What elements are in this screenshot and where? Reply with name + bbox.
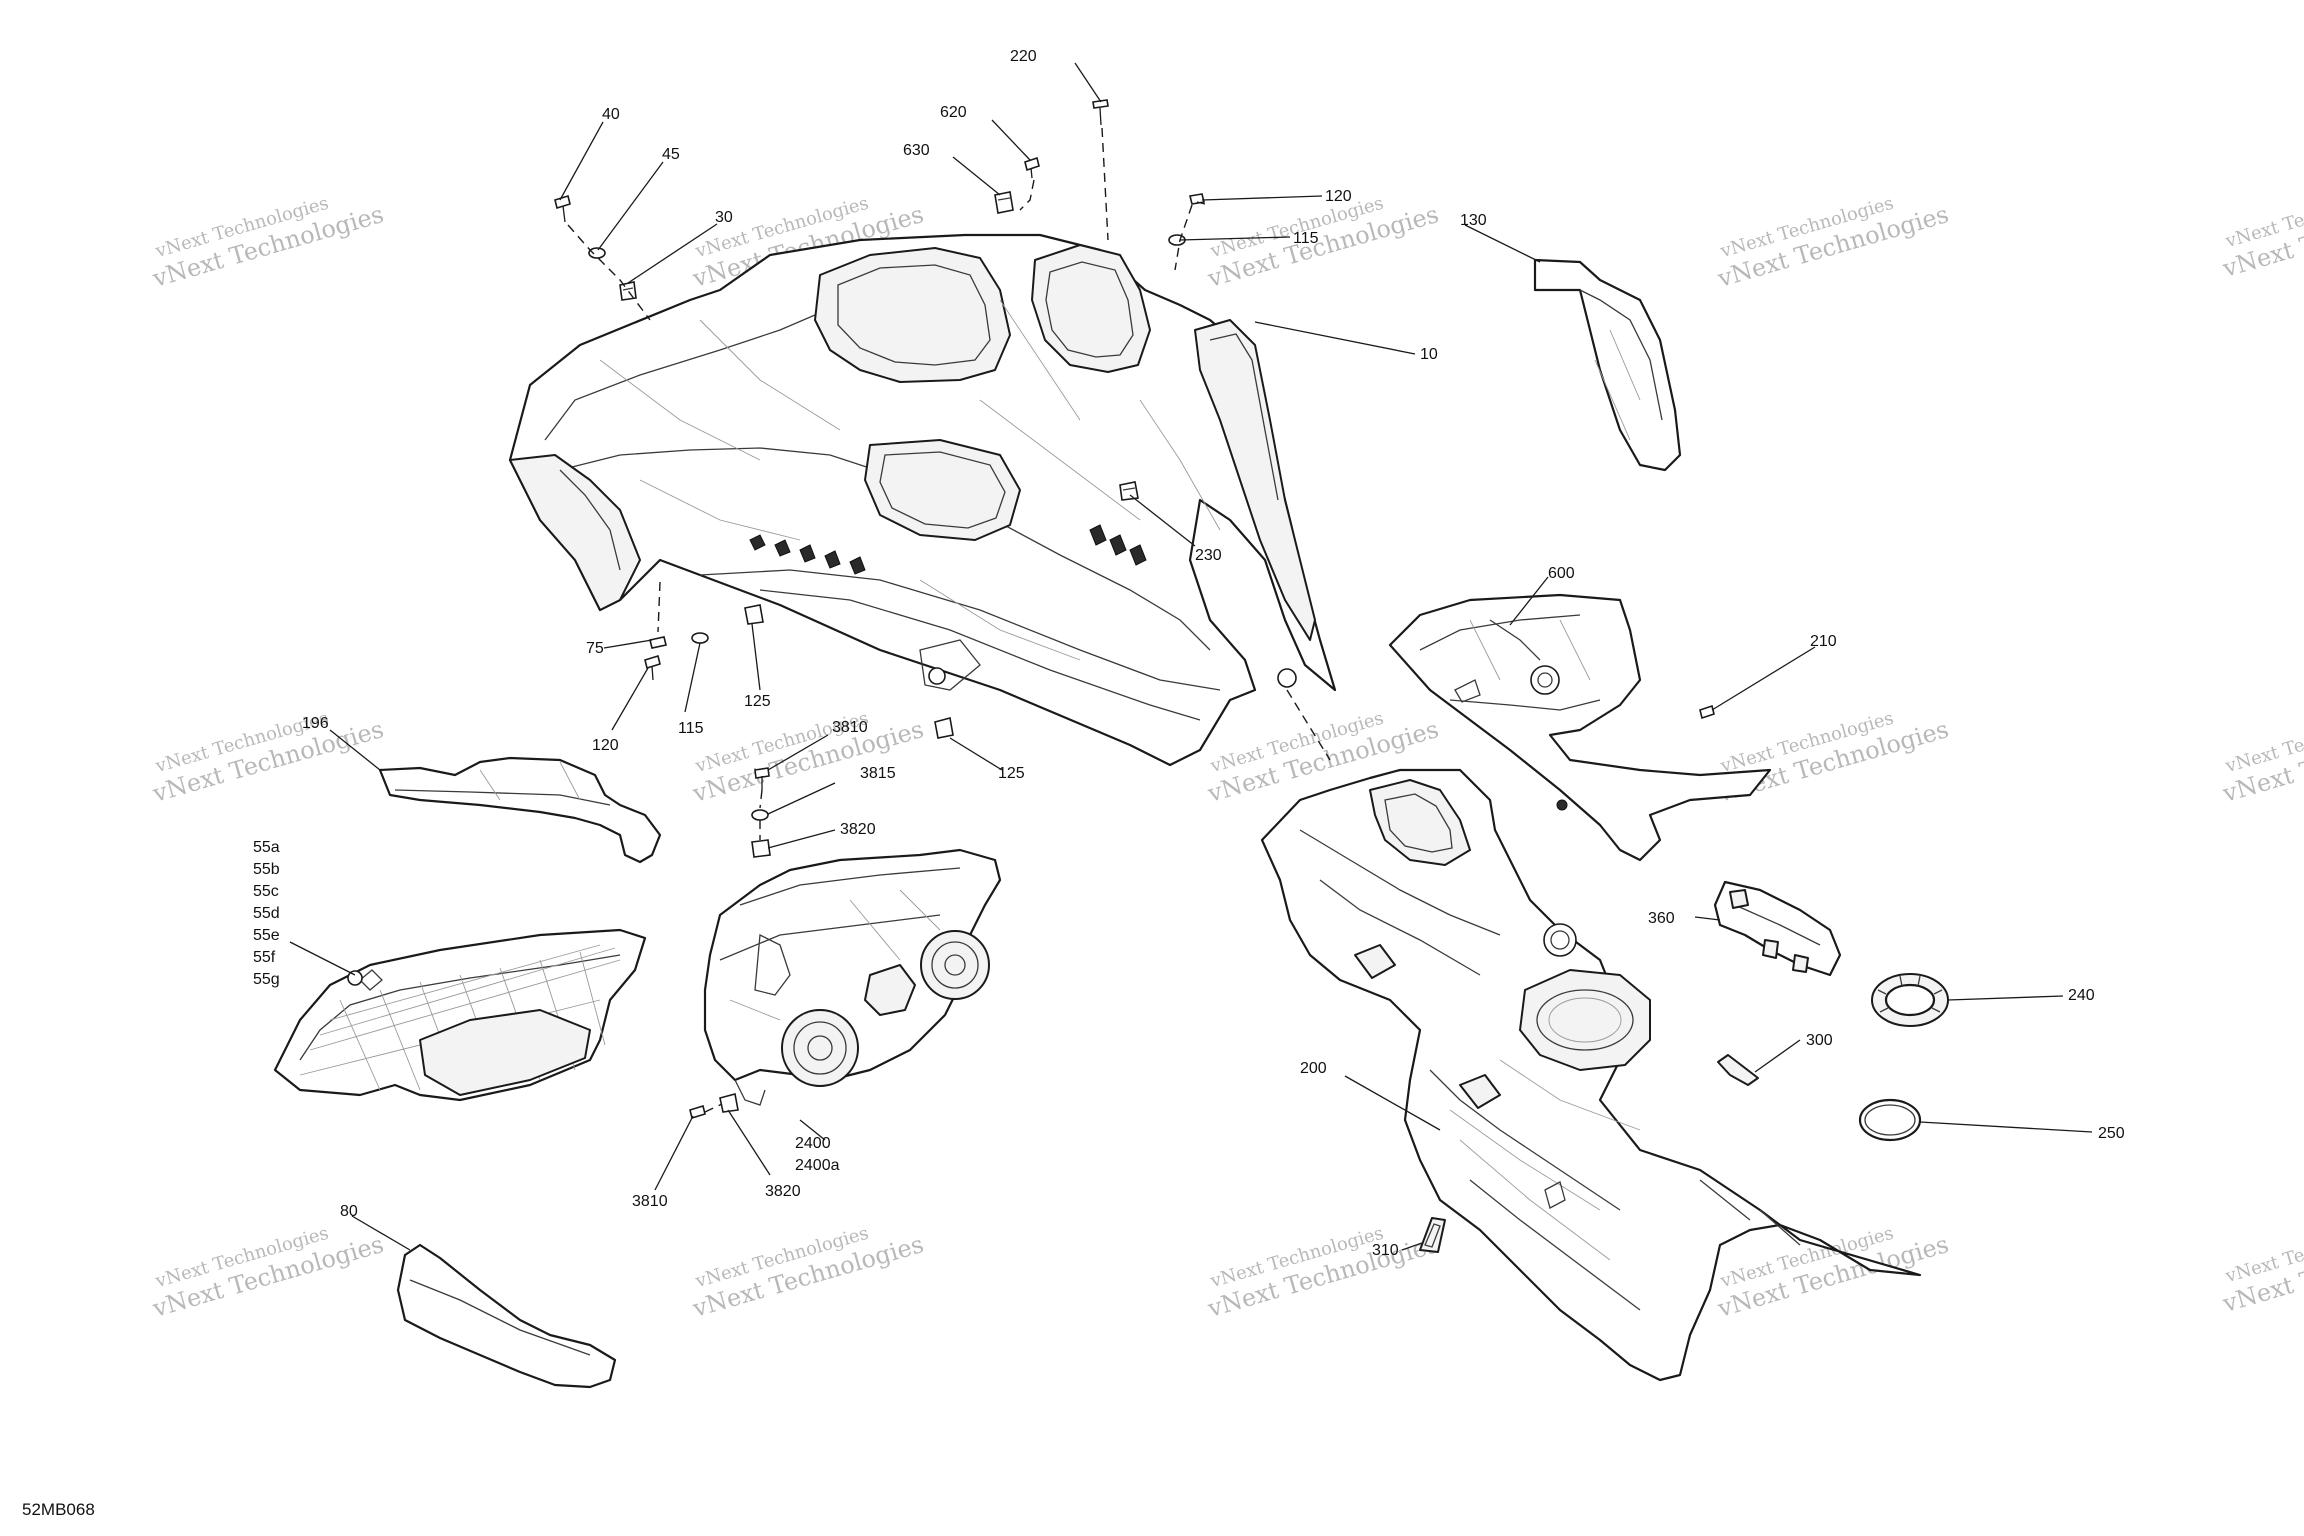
callout-55g[interactable]: 55g: [253, 971, 280, 988]
callout-120-top[interactable]: 120: [1325, 188, 1352, 205]
clip-125-icon: [744, 604, 764, 625]
callout-2400a[interactable]: 2400a: [795, 1157, 840, 1174]
callout-3810-top[interactable]: 3810: [832, 719, 868, 736]
callout-630[interactable]: 630: [903, 142, 930, 159]
tank-cap-opening-icon: [1543, 923, 1577, 957]
callout-40[interactable]: 40: [602, 106, 620, 123]
part-2400-headlight[interactable]: [703, 848, 1002, 1106]
part-360-bracket[interactable]: [1713, 880, 1842, 977]
hood-fastener-icon: [928, 667, 946, 685]
screw-620-icon: [1024, 156, 1040, 172]
leader-lines: [289, 62, 2093, 1251]
callout-55b[interactable]: 55b: [253, 861, 280, 878]
screw-3810-lower-icon: [689, 1104, 706, 1120]
callout-300[interactable]: 300: [1806, 1032, 1833, 1049]
part-10-hood[interactable]: [508, 233, 1337, 767]
callout-80[interactable]: 80: [340, 1203, 358, 1220]
clip-230-icon: [1119, 481, 1139, 501]
callout-labels: 220 620 630 40 45 30 120 115 130 10 230 …: [253, 48, 2125, 1259]
screw-210-icon: [1699, 704, 1715, 720]
screw-120-icon: [1189, 193, 1205, 205]
clip-630-icon: [994, 191, 1014, 214]
callout-620[interactable]: 620: [940, 104, 967, 121]
callout-3810-lower[interactable]: 3810: [632, 1193, 668, 1210]
screw-75-icon: [649, 636, 667, 649]
callout-55c[interactable]: 55c: [253, 883, 279, 900]
screw-220-icon: [1092, 99, 1109, 109]
clip-125b-icon: [934, 717, 954, 739]
callout-250[interactable]: 250: [2098, 1125, 2125, 1142]
callout-55f[interactable]: 55f: [253, 949, 276, 966]
callout-360[interactable]: 360: [1648, 910, 1675, 927]
part-55-grille[interactable]: [273, 928, 647, 1102]
screw-120-lower-icon: [644, 654, 661, 670]
callout-196[interactable]: 196: [302, 715, 329, 732]
washer-45-icon: [588, 247, 606, 259]
nut-3820-lower-icon: [719, 1093, 739, 1113]
callout-2400[interactable]: 2400: [795, 1135, 831, 1152]
part-310-gasket[interactable]: [1419, 1217, 1446, 1253]
callout-220[interactable]: 220: [1010, 48, 1037, 65]
callout-240[interactable]: 240: [2068, 987, 2095, 1004]
callout-210[interactable]: 210: [1810, 633, 1837, 650]
callout-3815[interactable]: 3815: [860, 765, 896, 782]
washer-3815-icon: [751, 809, 769, 821]
callout-45[interactable]: 45: [662, 146, 680, 163]
part-196-side-trim[interactable]: [378, 756, 662, 864]
callout-3820-lower[interactable]: 3820: [765, 1183, 801, 1200]
callout-10[interactable]: 10: [1420, 346, 1438, 363]
callout-600[interactable]: 600: [1548, 565, 1575, 582]
part-130-side-panel[interactable]: [1533, 258, 1682, 472]
part-300-plate[interactable]: [1717, 1054, 1759, 1086]
callout-120-lower[interactable]: 120: [592, 737, 619, 754]
callout-30[interactable]: 30: [715, 209, 733, 226]
part-240-ring[interactable]: [1871, 973, 1949, 1027]
callout-310[interactable]: 310: [1372, 1242, 1399, 1259]
grommet-icon: [1277, 668, 1297, 688]
callout-3820-top[interactable]: 3820: [840, 821, 876, 838]
screw-40-icon: [554, 194, 571, 210]
drawing-code: 52MB068: [22, 1500, 95, 1519]
callout-75[interactable]: 75: [586, 640, 604, 657]
part-200-console[interactable]: [1260, 768, 1922, 1382]
part-80-lower-trim[interactable]: [396, 1243, 617, 1389]
callout-230[interactable]: 230: [1195, 547, 1222, 564]
callout-200[interactable]: 200: [1300, 1060, 1327, 1077]
washer-115-lower-icon: [691, 632, 709, 644]
callout-115-lower[interactable]: 115: [678, 720, 704, 737]
callout-130[interactable]: 130: [1460, 212, 1487, 229]
callout-55e[interactable]: 55e: [253, 927, 280, 944]
part-600-rear-cover[interactable]: [1388, 593, 1772, 862]
callout-125-b[interactable]: 125: [998, 765, 1025, 782]
screw-3810-icon: [754, 767, 770, 779]
hardware-group: [554, 99, 1715, 1120]
nut-3820-icon: [751, 839, 771, 858]
callout-55a[interactable]: 55a: [253, 839, 280, 856]
part-250-gasket[interactable]: [1858, 1098, 1922, 1142]
callout-115-top[interactable]: 115: [1293, 230, 1319, 247]
callout-55d[interactable]: 55d: [253, 905, 280, 922]
callout-125-a[interactable]: 125: [744, 693, 771, 710]
filler-opening-icon: [1530, 665, 1560, 695]
assembly-lines: [567, 127, 1331, 1113]
